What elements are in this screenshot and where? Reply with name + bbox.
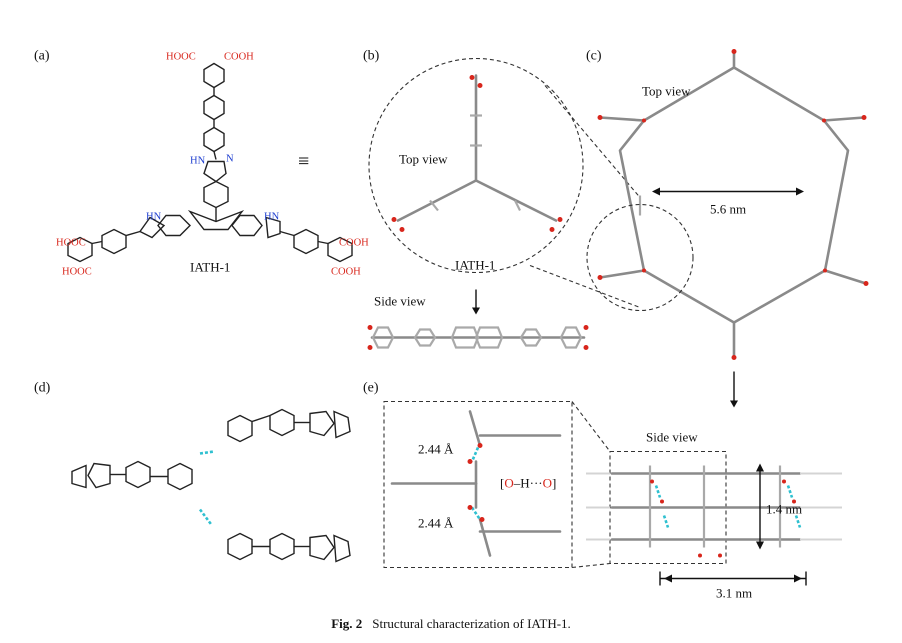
caption-text: Structural characterization of IATH-1. [372, 616, 571, 631]
compound-name: IATH-1 [455, 258, 495, 273]
hexagonal-framework-top-view [597, 49, 869, 360]
bond-length-label: 2.44 Å [418, 516, 454, 531]
nh-label: HN [190, 156, 206, 167]
panel-b: (b) Top view IATH-1 Side view [363, 49, 641, 350]
figure-number: Fig. 2 [331, 616, 363, 631]
zoom-connector [571, 562, 611, 569]
n-label: N [226, 154, 234, 165]
panel-c: (c) Top view 5.6 nm [586, 49, 869, 408]
layered-framework-side-view [586, 465, 842, 558]
top-view-label: Top view [399, 152, 448, 167]
cooh-label: HOOC [56, 238, 86, 249]
hbond-inset-model [390, 410, 562, 557]
side-view-label: Side view [646, 430, 698, 445]
zoom-circle [368, 57, 584, 274]
panel-e: (e) 2.44 Å 2.44 Å [O–H···O] Side view [363, 381, 842, 601]
bond-length-label: 2.44 Å [418, 442, 454, 457]
nh-label: HN [264, 212, 280, 223]
figure-caption: Fig. 2 Structural characterization of IAT… [0, 616, 902, 632]
iath1-side-view-model [367, 325, 589, 350]
cooh-label: COOH [331, 267, 361, 278]
zoom-connector [529, 264, 641, 309]
panel-d: (d) [34, 381, 351, 563]
pore-size-label: 5.6 nm [710, 202, 746, 217]
zoom-inset-box [383, 400, 573, 569]
iath1-structure-diagram [67, 62, 353, 263]
panel-a: (a) [34, 49, 369, 278]
interlayer-distance-label: 1.4 nm [766, 502, 802, 517]
cooh-label: HOOC [62, 267, 92, 278]
panel-label-a: (a) [34, 49, 50, 64]
iath1-top-view-model [391, 74, 563, 232]
zoom-circle [586, 203, 694, 312]
cooh-label: COOH [339, 238, 369, 249]
zoom-connector [571, 401, 611, 452]
panel-label-c: (c) [586, 49, 602, 64]
width-label: 3.1 nm [716, 586, 752, 601]
compound-name: IATH-1 [190, 260, 230, 275]
zoom-connector [544, 85, 641, 198]
cooh-label: COOH [224, 52, 254, 63]
hydrogen-bonding-diagram [71, 408, 351, 563]
panel-label-d: (d) [34, 381, 51, 396]
top-view-label: Top view [642, 84, 691, 99]
nh-label: HN [146, 212, 162, 223]
cooh-label: HOOC [166, 52, 196, 63]
panel-label-e: (e) [363, 381, 379, 396]
side-view-label: Side view [374, 294, 426, 309]
hbond-notation: [O–H···O] [500, 476, 556, 491]
equivalence-symbol: ≡ [298, 151, 309, 173]
panel-label-b: (b) [363, 49, 380, 64]
